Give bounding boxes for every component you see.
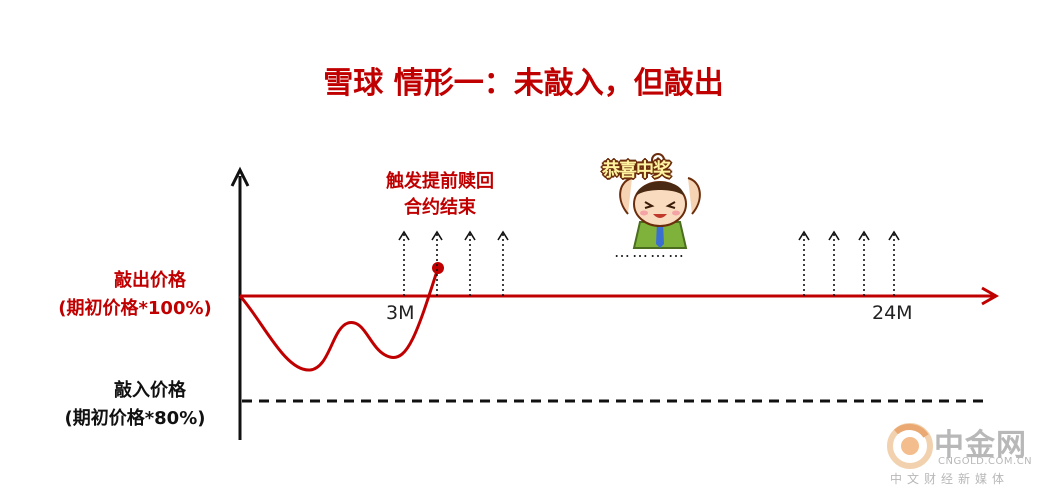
observation-arrows-early [398, 230, 509, 296]
knock-out-price-label: 敲出价格 [114, 270, 186, 291]
watermark-tagline: 中文财经新媒体 [890, 472, 1010, 486]
congrats-cartoon-icon [619, 153, 701, 249]
congrats-banner: 恭喜中奖 [602, 160, 671, 181]
watermark-name: 中金网 [934, 428, 1027, 463]
knock-in-price-label: 敲入价格 [114, 380, 186, 401]
ellipsis: ………… [614, 242, 686, 261]
watermark-url: CNGOLD.COM.CN [938, 456, 1033, 467]
trigger-annotation-line2: 合约结束 [404, 197, 476, 218]
price-path [238, 267, 440, 372]
knock-out-trigger-point [432, 262, 444, 274]
page-title: 雪球 情形一：未敲入，但敲出 [323, 66, 724, 101]
observation-arrows-late [798, 230, 900, 296]
knock-out-line-arrowhead [981, 286, 1000, 306]
tick-label-3m: 3M [386, 302, 415, 324]
y-axis-arrowhead [230, 166, 250, 187]
cngold-logo-icon [887, 423, 933, 469]
tick-label-24m: 24M [872, 302, 913, 324]
knock-out-price-detail: (期初价格*100%) [58, 298, 212, 319]
trigger-annotation-line1: 触发提前赎回 [386, 171, 494, 192]
knock-in-price-detail: (期初价格*80%) [64, 408, 206, 429]
